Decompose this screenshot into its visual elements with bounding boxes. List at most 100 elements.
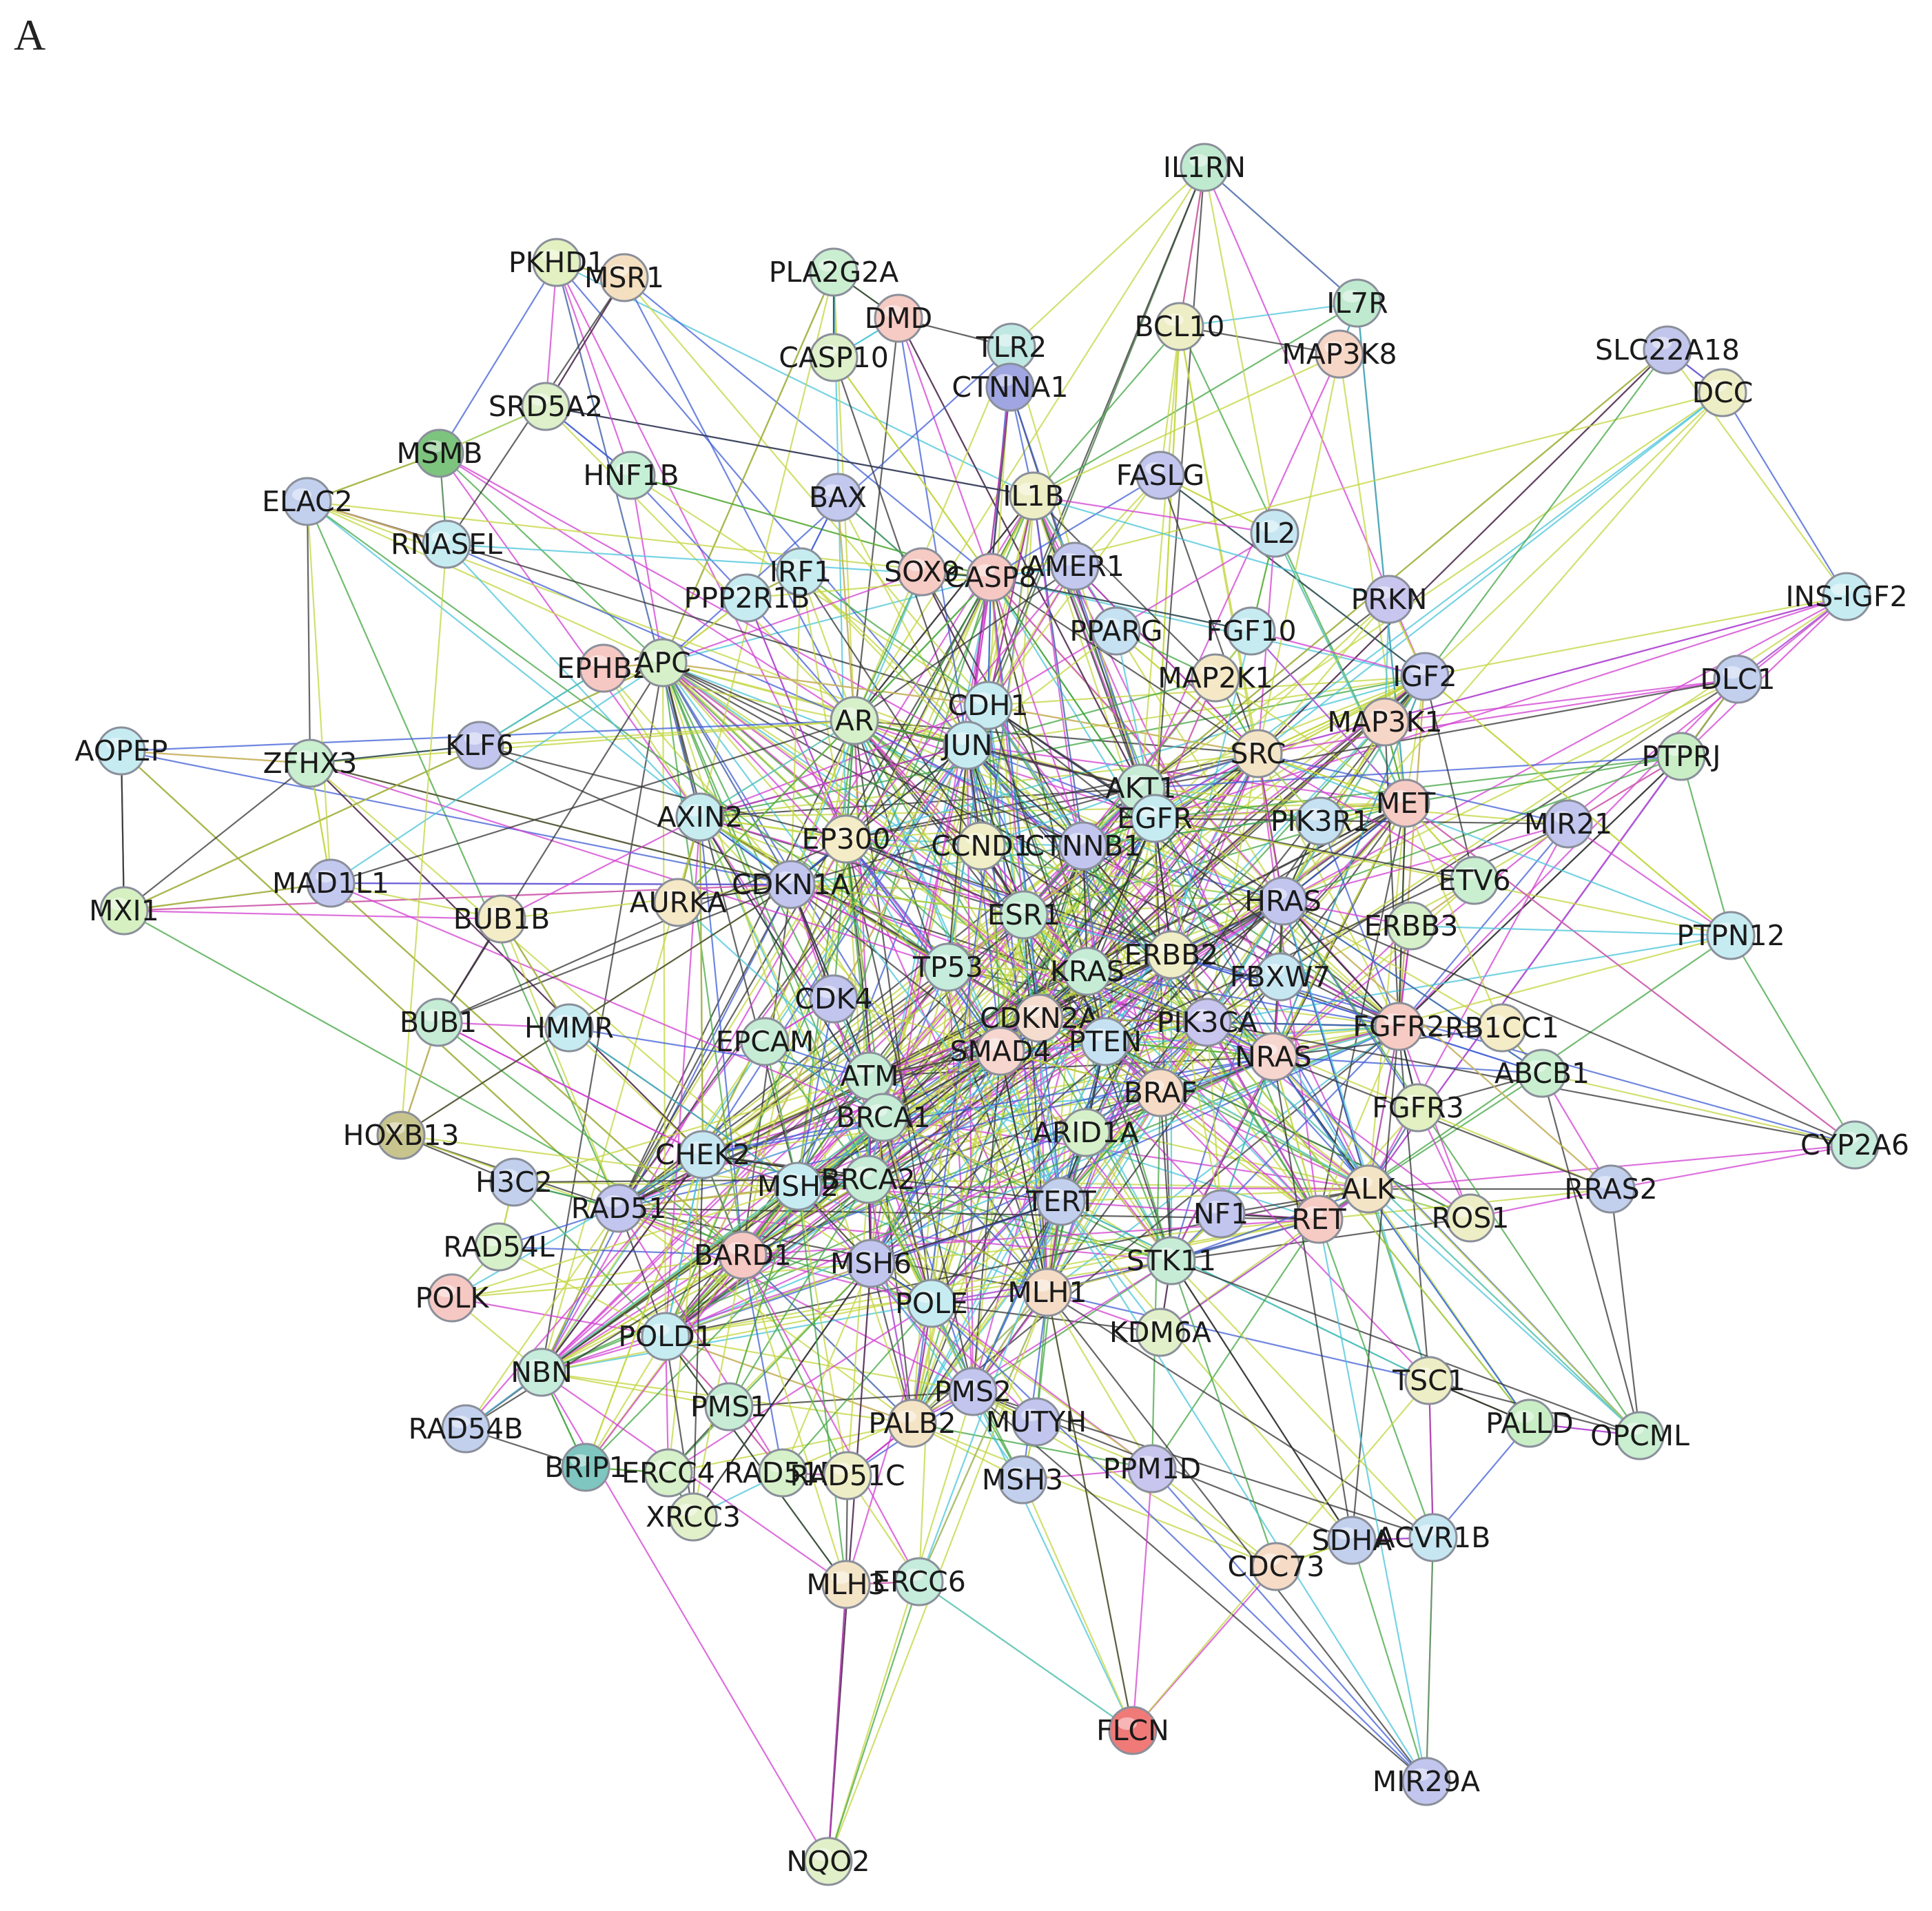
node-apc[interactable]: APC <box>635 638 691 688</box>
node-mutyh[interactable]: MUTYH <box>986 1397 1087 1447</box>
node-pparg[interactable]: PPARG <box>1069 606 1163 656</box>
node-circle[interactable] <box>1258 876 1308 926</box>
node-kras[interactable]: KRAS <box>1050 947 1124 996</box>
node-irf1[interactable]: IRF1 <box>770 547 832 597</box>
node-circle[interactable] <box>1062 947 1112 996</box>
node-circle[interactable] <box>1374 1002 1424 1051</box>
node-sdha[interactable]: SDHA <box>1312 1516 1392 1565</box>
node-circle[interactable] <box>282 477 332 526</box>
node-rras2[interactable]: RRAS2 <box>1564 1164 1658 1214</box>
node-chek2[interactable]: CHEK2 <box>655 1130 750 1179</box>
node-circle[interactable] <box>998 1455 1047 1505</box>
node-ppm1d[interactable]: PPM1D <box>1103 1444 1201 1494</box>
node-circle[interactable] <box>1333 278 1382 328</box>
node-nras[interactable]: NRAS <box>1235 1032 1312 1082</box>
node-hmmr[interactable]: HMMR <box>524 1003 614 1053</box>
node-map3k1[interactable]: MAP3K1 <box>1327 697 1443 747</box>
node-mlh1[interactable]: MLH1 <box>1007 1268 1087 1317</box>
node-cdkn1a[interactable]: CDKN1A <box>732 860 850 909</box>
node-pold1[interactable]: POLD1 <box>618 1312 713 1361</box>
node-met[interactable]: MET <box>1376 778 1436 828</box>
node-circle[interactable] <box>887 1398 937 1448</box>
node-circle[interactable] <box>1014 993 1064 1043</box>
node-pla2g2a[interactable]: PLA2G2A <box>769 247 899 297</box>
node-circle[interactable] <box>846 1239 896 1288</box>
node-circle[interactable] <box>474 1222 524 1272</box>
node-circle[interactable] <box>96 726 146 776</box>
node-tsc1[interactable]: TSC1 <box>1392 1356 1466 1405</box>
node-il1rn[interactable]: IL1RN <box>1163 143 1246 192</box>
node-hnf1b[interactable]: HNF1B <box>583 451 679 500</box>
node-fgf10[interactable]: FGF10 <box>1206 606 1297 656</box>
node-pms1[interactable]: PMS1 <box>690 1382 768 1432</box>
node-dcc[interactable]: DCC <box>1692 368 1754 417</box>
node-circle[interactable] <box>1327 1516 1377 1565</box>
node-hoxb13[interactable]: HOXB13 <box>343 1111 460 1160</box>
node-circle[interactable] <box>1344 1164 1393 1214</box>
node-erbb2[interactable]: ERBB2 <box>1124 930 1219 980</box>
node-circle[interactable] <box>455 721 504 770</box>
node-circle[interactable] <box>641 1312 690 1361</box>
node-circle[interactable] <box>1360 697 1410 747</box>
node-cdh1[interactable]: CDH1 <box>947 681 1029 730</box>
node-circle[interactable] <box>285 738 335 788</box>
node-opcml[interactable]: OPCML <box>1590 1411 1689 1460</box>
node-amer1[interactable]: AMER1 <box>1025 541 1124 591</box>
node-src[interactable]: SRC <box>1230 729 1286 778</box>
node-kdm6a[interactable]: KDM6A <box>1109 1308 1211 1357</box>
node-casp8[interactable]: CASP8 <box>945 552 1037 602</box>
node-rad51d[interactable]: RAD51D <box>724 1448 841 1498</box>
node-circle[interactable] <box>1408 1513 1458 1562</box>
node-nbn[interactable]: NBN <box>511 1347 573 1397</box>
node-palld[interactable]: PALLD <box>1486 1398 1574 1448</box>
node-circle[interactable] <box>638 638 688 688</box>
node-circle[interactable] <box>758 1448 808 1498</box>
node-zfhx3[interactable]: ZFHX3 <box>263 738 358 788</box>
node-map2k1[interactable]: MAP2K1 <box>1158 653 1273 703</box>
node-mad1l1[interactable]: MAD1L1 <box>272 858 389 908</box>
node-circle[interactable] <box>1713 654 1763 704</box>
node-circle[interactable] <box>1036 1177 1086 1226</box>
node-circle[interactable] <box>427 1273 477 1323</box>
node-circle[interactable] <box>1822 572 1871 621</box>
node-ercc4[interactable]: ERCC4 <box>621 1448 715 1498</box>
node-circle[interactable] <box>1698 368 1747 417</box>
node-braf[interactable]: BRAF <box>1124 1068 1198 1117</box>
node-brca1[interactable]: BRCA1 <box>836 1093 931 1142</box>
node-circle[interactable] <box>722 573 772 623</box>
node-circle[interactable] <box>830 696 879 745</box>
node-circle[interactable] <box>776 547 825 597</box>
node-arid1a[interactable]: ARID1A <box>1033 1108 1139 1157</box>
node-ret[interactable]: RET <box>1291 1195 1347 1244</box>
node-pms2[interactable]: PMS2 <box>934 1367 1011 1416</box>
node-srd5a2[interactable]: SRD5A2 <box>489 382 603 431</box>
node-circle[interactable] <box>923 942 973 992</box>
node-circle[interactable] <box>376 1111 426 1160</box>
node-circle[interactable] <box>1477 1003 1527 1053</box>
node-circle[interactable] <box>823 1451 872 1500</box>
node-circle[interactable] <box>894 1557 944 1607</box>
node-ar[interactable]: AR <box>830 696 879 745</box>
node-egfr[interactable]: EGFR <box>1117 794 1193 843</box>
node-nqo2[interactable]: NQO2 <box>786 1837 870 1886</box>
node-aopep[interactable]: AOPEP <box>75 726 168 776</box>
node-circle[interactable] <box>1091 606 1141 656</box>
node-bcl10[interactable]: BCL10 <box>1134 302 1225 351</box>
node-circle[interactable] <box>422 519 471 569</box>
node-circle[interactable] <box>1295 796 1345 846</box>
node-msmb[interactable]: MSMB <box>397 428 483 478</box>
node-circle[interactable] <box>1517 1049 1567 1098</box>
node-ptpn12[interactable]: PTPN12 <box>1676 911 1785 960</box>
node-mir29a[interactable]: MIR29A <box>1373 1757 1480 1806</box>
node-circle[interactable] <box>544 1003 594 1053</box>
node-circle[interactable] <box>668 1492 718 1542</box>
node-circle[interactable] <box>1135 1308 1185 1357</box>
node-circle[interactable] <box>1505 1398 1554 1448</box>
node-ephb2[interactable]: EPHB2 <box>557 643 650 693</box>
node-circle[interactable] <box>843 1155 893 1204</box>
node-circle[interactable] <box>1180 143 1229 192</box>
node-klf6[interactable]: KLF6 <box>445 721 514 770</box>
node-slc22a18[interactable]: SLC22A18 <box>1595 325 1740 375</box>
node-circle[interactable] <box>1011 1397 1061 1447</box>
node-pole[interactable]: POLE <box>895 1279 968 1328</box>
